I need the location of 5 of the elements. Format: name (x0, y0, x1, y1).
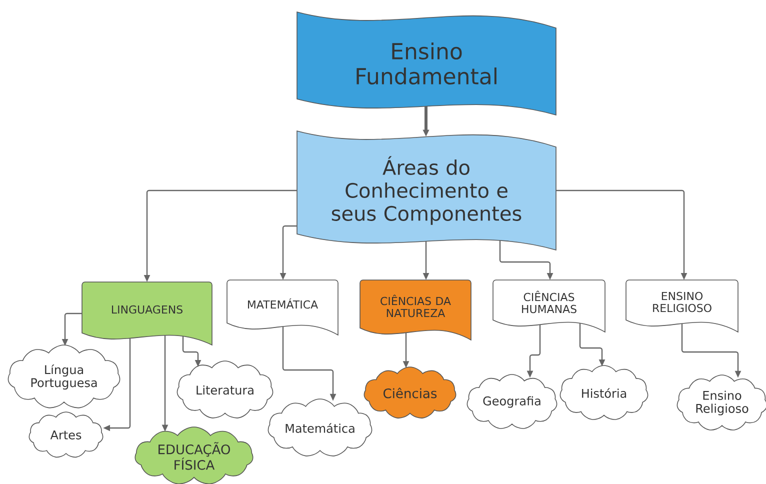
document-box: CIÊNCIAS HUMANAS (492, 280, 606, 332)
document-box: MATEMÁTICA (226, 280, 338, 336)
document-box: ENSINO RELIGIOSO (626, 280, 738, 332)
document-box: LINGUAGENS (82, 282, 212, 346)
document-box: CIÊNCIAS DA NATUREZA (360, 280, 472, 340)
